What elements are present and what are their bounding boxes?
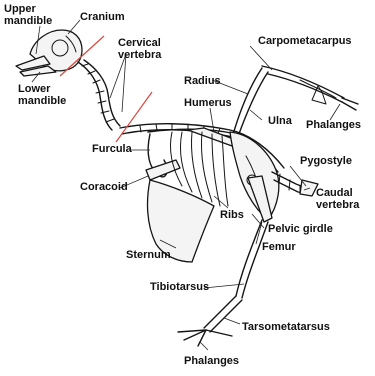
label-phalanges-wing: Phalanges <box>306 119 361 131</box>
label-pelvic-girdle: Pelvic girdle <box>268 223 333 235</box>
label-cervical-vertebra-line1: Cervical <box>118 37 161 49</box>
label-caudal-vertebra-line1: Caudal <box>316 187 353 199</box>
label-tarsometatarsus: Tarsometatarsus <box>242 321 330 333</box>
foot-phalanges <box>178 330 232 346</box>
pelvic-girdle-bone <box>230 132 279 220</box>
leader-lines <box>32 20 340 350</box>
label-ribs: Ribs <box>220 209 244 221</box>
tarsometatarsus-bone <box>204 296 242 332</box>
label-cervical-vertebra-line2: vertebra <box>118 49 162 61</box>
label-carpometacarpus: Carpometacarpus <box>258 35 352 47</box>
label-lower-mandible-line1: Lower <box>18 83 51 95</box>
label-pygostyle: Pygostyle <box>300 155 352 167</box>
tibiotarsus-bone <box>236 220 268 298</box>
label-caudal-vertebra-line2: vertebra <box>316 199 360 211</box>
label-femur: Femur <box>262 241 296 253</box>
label-upper-mandible-line2: mandible <box>4 15 52 27</box>
label-sternum: Sternum <box>126 249 171 261</box>
label-ulna: Ulna <box>268 115 293 127</box>
label-coracoid: Coracoid <box>80 181 128 193</box>
label-upper-mandible-line1: Upper <box>4 3 37 15</box>
label-radius: Radius <box>184 75 221 87</box>
skull <box>16 30 82 76</box>
cervical-vertebrae <box>78 60 120 130</box>
label-phalanges-foot: Phalanges <box>184 355 239 367</box>
label-cranium: Cranium <box>80 11 125 23</box>
label-furcula: Furcula <box>92 143 133 155</box>
label-lower-mandible-line2: mandible <box>18 95 66 107</box>
cut-line-neck <box>116 92 152 142</box>
label-humerus: Humerus <box>184 97 232 109</box>
forearm-bones <box>232 68 268 142</box>
label-tibiotarsus: Tibiotarsus <box>150 281 209 293</box>
carpometacarpus-bone <box>262 66 344 102</box>
